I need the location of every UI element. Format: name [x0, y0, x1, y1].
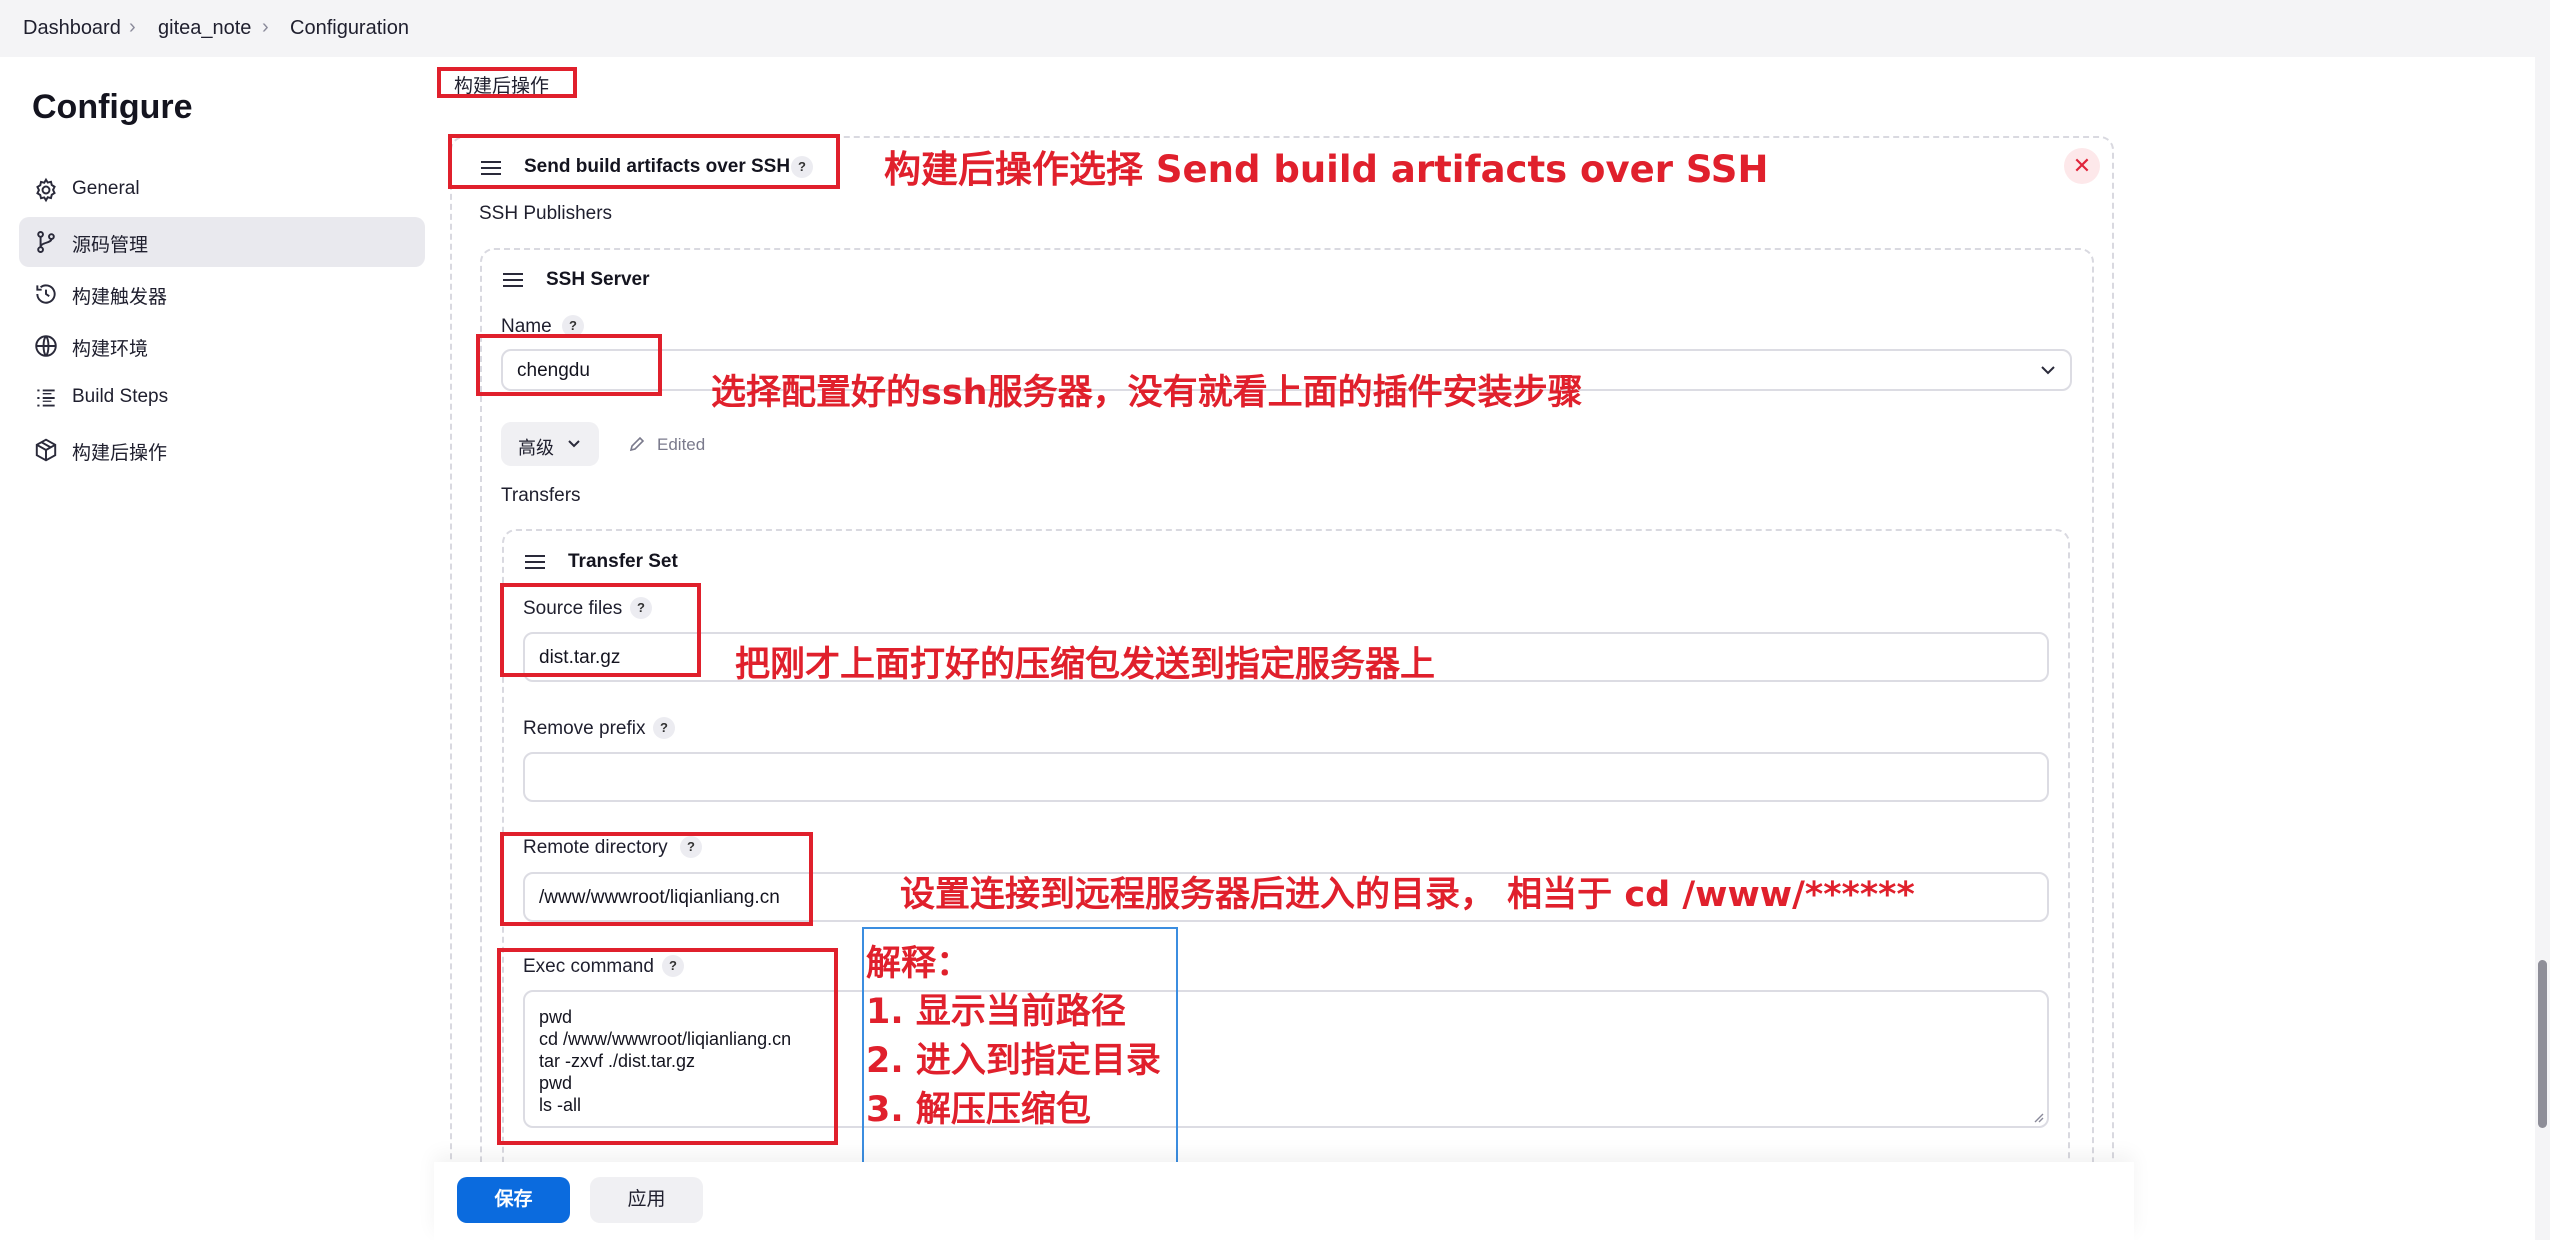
gear-icon: [36, 177, 56, 203]
source-files-value: dist.tar.gz: [539, 647, 621, 668]
ssh-server-title: SSH Server: [546, 269, 650, 290]
annotation-box-exec: [497, 948, 838, 1145]
sidebar-item-label: Build Steps: [72, 386, 169, 407]
chevron-down-icon: [568, 440, 580, 448]
annotation-explain-line: 2. 进入到指定目录: [866, 1041, 1161, 1081]
exec-command-line: pwd: [539, 1073, 573, 1093]
sidebar-item-post-build[interactable]: 构建后操作: [19, 425, 425, 475]
apply-button[interactable]: 应用: [590, 1177, 703, 1223]
breadcrumb-separator-icon: ›: [129, 16, 136, 38]
remote-directory-label: Remote directory: [523, 837, 668, 858]
sidebar-item-environment[interactable]: 构建环境: [19, 321, 425, 371]
remove-prefix-input[interactable]: [523, 752, 2049, 802]
sidebar-item-label: 构建触发器: [72, 287, 168, 308]
exec-command-line: tar -zxvf ./dist.tar.gz: [539, 1051, 696, 1071]
annotation-box-heading: [437, 67, 577, 98]
annotation-source: 把刚才上面打好的压缩包发送到指定服务器上: [735, 645, 1436, 685]
sidebar-title: Configure: [32, 88, 193, 126]
drag-handle-icon[interactable]: [481, 161, 501, 175]
drag-handle-icon[interactable]: [503, 273, 523, 287]
save-button[interactable]: 保存: [457, 1177, 570, 1223]
drag-handle-icon[interactable]: [525, 555, 545, 569]
ssh-server-select-value: chengdu: [517, 360, 590, 381]
resize-handle-icon[interactable]: [2032, 1111, 2044, 1123]
sidebar-item-label: 构建环境: [72, 339, 149, 360]
source-files-label: Source files: [523, 598, 623, 619]
exec-command-line: ls -all: [539, 1095, 582, 1115]
annotation-box-publisher: [448, 134, 840, 189]
help-icon[interactable]: ?: [653, 717, 675, 739]
sidebar-item-label: 构建后操作: [72, 443, 168, 464]
annotation-explain-line: 3. 解压压缩包: [866, 1090, 1091, 1130]
breadcrumb-gitea-note[interactable]: gitea_note: [158, 17, 252, 39]
annotation-box-source: [500, 583, 701, 677]
help-icon[interactable]: ?: [680, 836, 702, 858]
pencil-icon: [629, 436, 645, 452]
exec-command-line: cd /www/wwwroot/liqianliang.cn: [539, 1029, 792, 1049]
scrollbar-track[interactable]: [2535, 0, 2550, 1240]
sidebar-item-build-steps[interactable]: Build Steps: [19, 373, 425, 423]
annotation-box-server: [476, 334, 662, 396]
help-icon[interactable]: ?: [662, 955, 684, 977]
clock-icon: [36, 284, 56, 304]
breadcrumb-separator-icon: ›: [262, 16, 269, 38]
annotation-server: 选择配置好的ssh服务器，没有就看上面的插件安装步骤: [711, 373, 1583, 413]
annotation-explain-line: 1. 显示当前路径: [866, 992, 1126, 1032]
transfers-label: Transfers: [501, 485, 581, 506]
source-files-input[interactable]: dist.tar.gz: [523, 632, 2049, 682]
bottom-action-bar: [434, 1162, 2134, 1240]
help-icon[interactable]: ?: [791, 156, 813, 178]
section-heading: 构建后操作: [454, 76, 550, 97]
sidebar-item-label: 源码管理: [72, 235, 149, 256]
exec-command-label: Exec command: [523, 956, 654, 977]
top-bar: Dashboard › gitea_note › Configuration: [0, 0, 2535, 57]
sidebar-item-label: General: [72, 178, 140, 199]
annotation-remote-dir: 设置连接到远程服务器后进入的目录， 相当于 cd /www/******: [900, 875, 1915, 915]
advanced-button-label: 高级: [518, 438, 554, 458]
ssh-server-select[interactable]: chengdu: [501, 349, 2072, 391]
annotation-explain-title: 解释：: [866, 944, 972, 984]
name-label: Name: [501, 316, 552, 337]
transfer-set-title: Transfer Set: [568, 551, 678, 572]
sidebar-item-source[interactable]: 源码管理: [19, 217, 425, 267]
annotation-box-remote-dir: [500, 832, 813, 926]
breadcrumb-dashboard[interactable]: Dashboard: [23, 17, 121, 39]
remote-directory-value: /www/wwwroot/liqianliang.cn: [539, 887, 780, 908]
exec-command-textarea[interactable]: pwd cd /www/wwwroot/liqianliang.cn tar -…: [523, 990, 2049, 1128]
scrollbar-thumb[interactable]: [2538, 960, 2547, 1128]
edited-label: Edited: [657, 435, 706, 454]
remote-directory-input[interactable]: /www/wwwroot/liqianliang.cn: [523, 872, 2049, 922]
annotation-publisher: 构建后操作选择 Send build artifacts over SSH: [884, 148, 1769, 191]
advanced-button[interactable]: 高级: [501, 422, 599, 466]
globe-icon: [35, 335, 57, 357]
remove-prefix-label: Remove prefix: [523, 718, 646, 739]
help-icon[interactable]: ?: [562, 315, 584, 337]
chevron-down-icon: [2041, 366, 2055, 375]
ssh-publishers-label: SSH Publishers: [479, 203, 613, 224]
list-icon: [37, 389, 55, 407]
package-icon: [35, 438, 57, 462]
help-icon[interactable]: ?: [630, 597, 652, 619]
exec-command-line: pwd: [539, 1007, 573, 1027]
publisher-title: Send build artifacts over SSH: [524, 156, 791, 177]
sidebar-item-triggers[interactable]: 构建触发器: [19, 269, 425, 319]
close-icon[interactable]: ✕: [2064, 148, 2100, 184]
breadcrumb-configuration[interactable]: Configuration: [290, 17, 409, 39]
sidebar-item-general[interactable]: General: [19, 165, 425, 215]
branch-icon: [37, 231, 55, 253]
